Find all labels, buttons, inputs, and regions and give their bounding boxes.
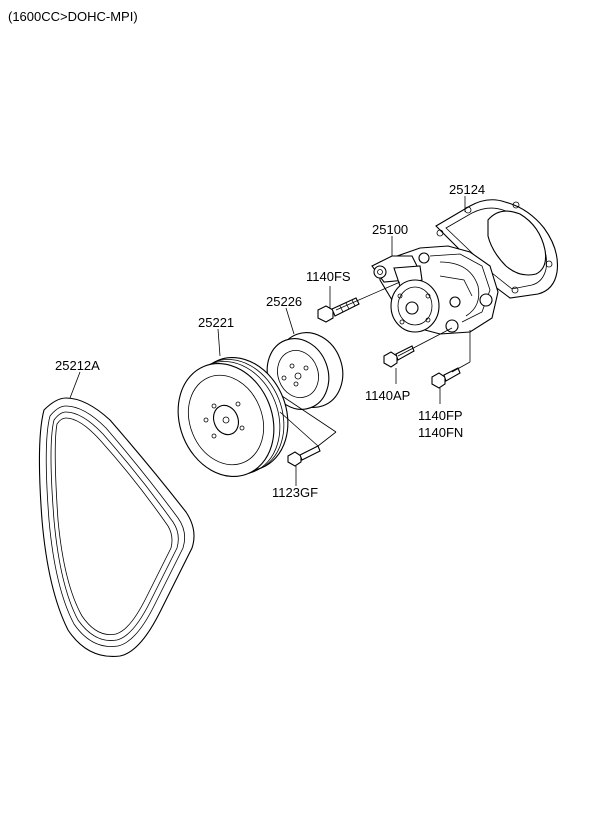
pulley-25226[interactable] [257, 323, 353, 418]
label-25212A: 25212A [55, 358, 100, 373]
bolt-1140AP[interactable] [383, 345, 415, 368]
diagram-title: (1600CC>DOHC-MPI) [8, 9, 138, 24]
label-1140AP: 1140AP [365, 388, 410, 403]
label-25221: 25221 [198, 315, 234, 330]
bolt-1140FS[interactable] [317, 297, 360, 323]
label-1140FS: 1140FS [306, 269, 351, 284]
label-25100: 25100 [372, 222, 408, 237]
bolt-1123GF[interactable] [287, 445, 321, 467]
label-25124: 25124 [449, 182, 485, 197]
label-1140FN: 1140FN [418, 425, 463, 440]
pulley-25221[interactable] [162, 343, 305, 491]
water-pump-25100[interactable] [371, 245, 499, 335]
label-1140FP: 1140FP [418, 408, 463, 423]
gasket-25124[interactable] [435, 199, 559, 299]
belt-25212A[interactable] [38, 397, 195, 658]
bolt-1140FP[interactable] [431, 367, 461, 389]
label-1123GF: 1123GF [272, 485, 318, 500]
label-25226: 25226 [266, 294, 302, 309]
leader-lines [69, 196, 471, 486]
